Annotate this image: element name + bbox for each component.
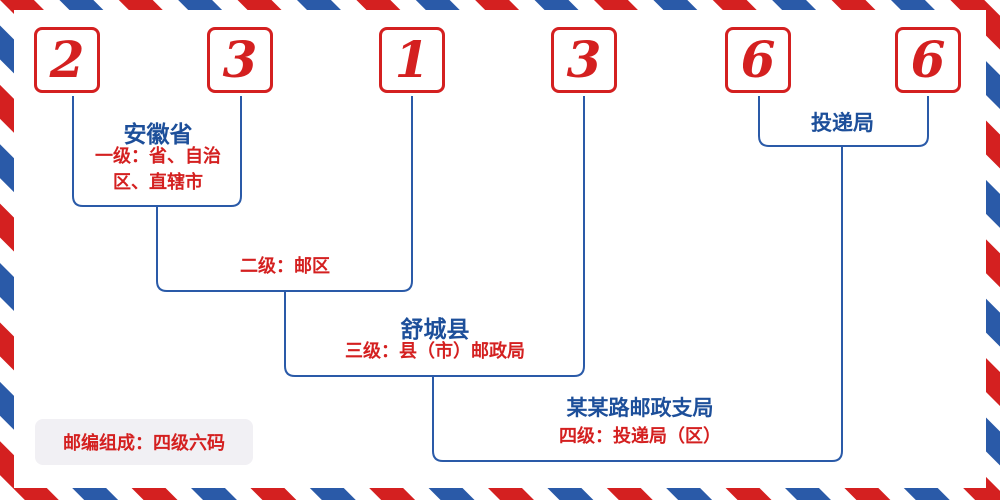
envelope-body	[14, 10, 986, 488]
composition-badge: 邮编组成：四级六码	[35, 419, 253, 465]
connector-level3	[284, 96, 585, 377]
level4-place: 某某路邮政支局	[566, 396, 714, 420]
delivery-place: 投递局	[811, 111, 874, 135]
postal-digit-6: 6	[895, 27, 961, 93]
level3-desc: 三级：县（市）邮政局	[345, 341, 525, 362]
postal-digit-5: 6	[725, 27, 791, 93]
connector-delivery	[758, 96, 929, 147]
level2-desc: 二级：邮区	[240, 256, 330, 277]
level3-place: 舒城县	[400, 317, 470, 343]
level1-desc: 一级：省、自治区、直辖市	[95, 146, 221, 193]
postal-digit-1: 2	[34, 27, 100, 93]
connector-level4	[432, 146, 843, 462]
postal-digit-3: 1	[379, 27, 445, 93]
level1-place: 安徽省	[123, 122, 193, 148]
postal-digit-2: 3	[207, 27, 273, 93]
postal-digit-4: 3	[551, 27, 617, 93]
level4-desc: 四级：投递局（区）	[559, 426, 721, 447]
